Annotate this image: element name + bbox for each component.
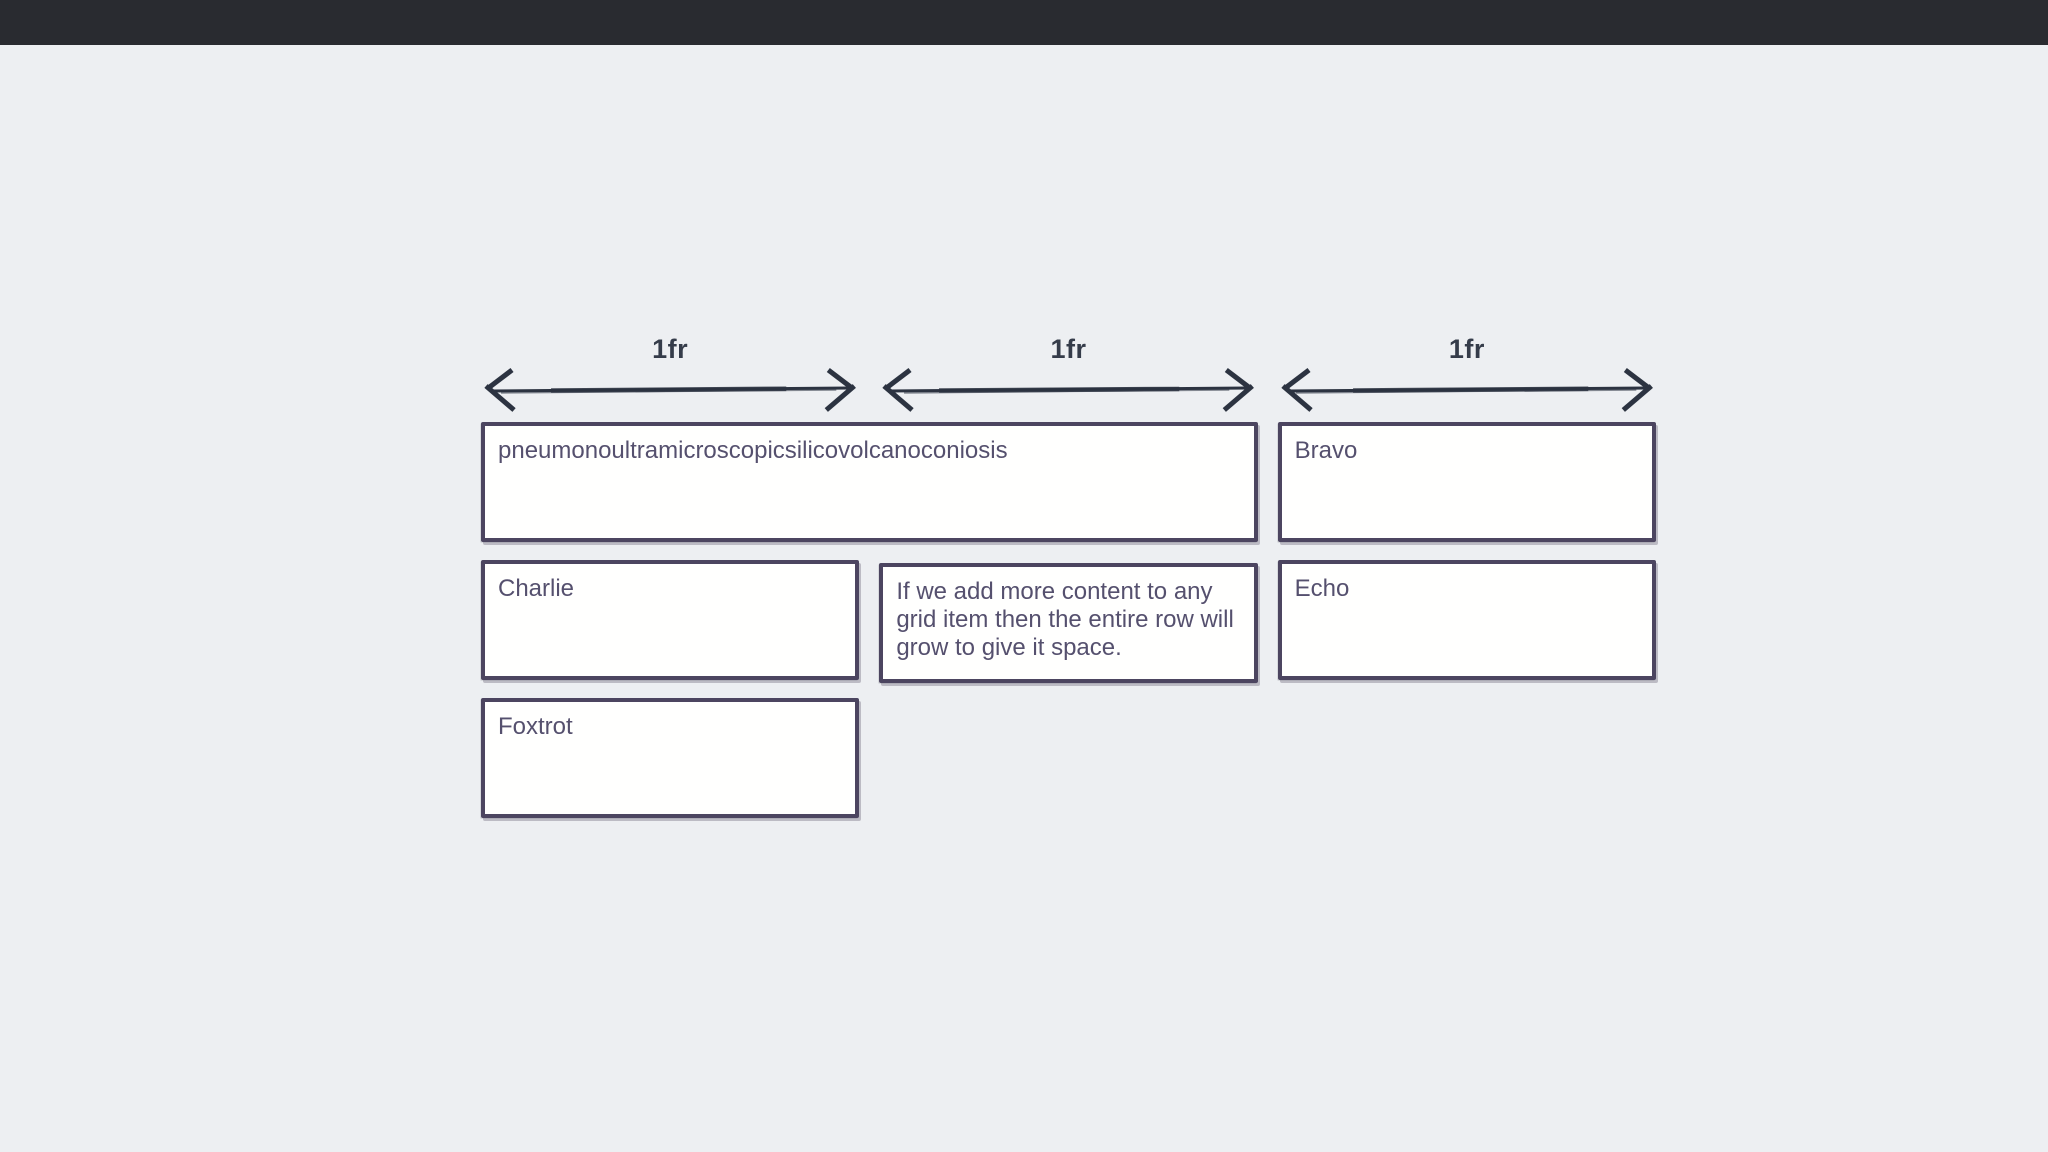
double-arrow-icon bbox=[882, 368, 1255, 412]
grid-item-charlie: Charlie bbox=[481, 560, 860, 680]
track-header-1: 1fr bbox=[481, 333, 859, 413]
track-size-label: 1fr bbox=[1448, 334, 1485, 364]
double-arrow-icon bbox=[484, 368, 856, 412]
content-area: 1fr 1fr bbox=[0, 45, 2048, 1152]
top-bar bbox=[0, 0, 2048, 45]
track-header-2: 1fr bbox=[879, 333, 1257, 413]
grid-item-foxtrot: Foxtrot bbox=[481, 698, 860, 818]
double-arrow-icon bbox=[1281, 368, 1653, 412]
track-header-row: 1fr 1fr bbox=[481, 333, 1656, 413]
grid-diagram: 1fr 1fr bbox=[481, 333, 1656, 818]
grid-item-delta: If we add more content to any grid item … bbox=[879, 563, 1258, 683]
track-size-label: 1fr bbox=[1050, 334, 1087, 364]
grid-item-bravo: Bravo bbox=[1277, 422, 1656, 542]
grid-items: pneumonoultramicroscopicsilicovolcanocon… bbox=[481, 422, 1656, 818]
track-size-label: 1fr bbox=[652, 334, 689, 364]
grid-item-echo: Echo bbox=[1277, 560, 1656, 680]
track-header-3: 1fr bbox=[1278, 333, 1656, 413]
grid-item-alpha: pneumonoultramicroscopicsilicovolcanocon… bbox=[481, 422, 1258, 542]
